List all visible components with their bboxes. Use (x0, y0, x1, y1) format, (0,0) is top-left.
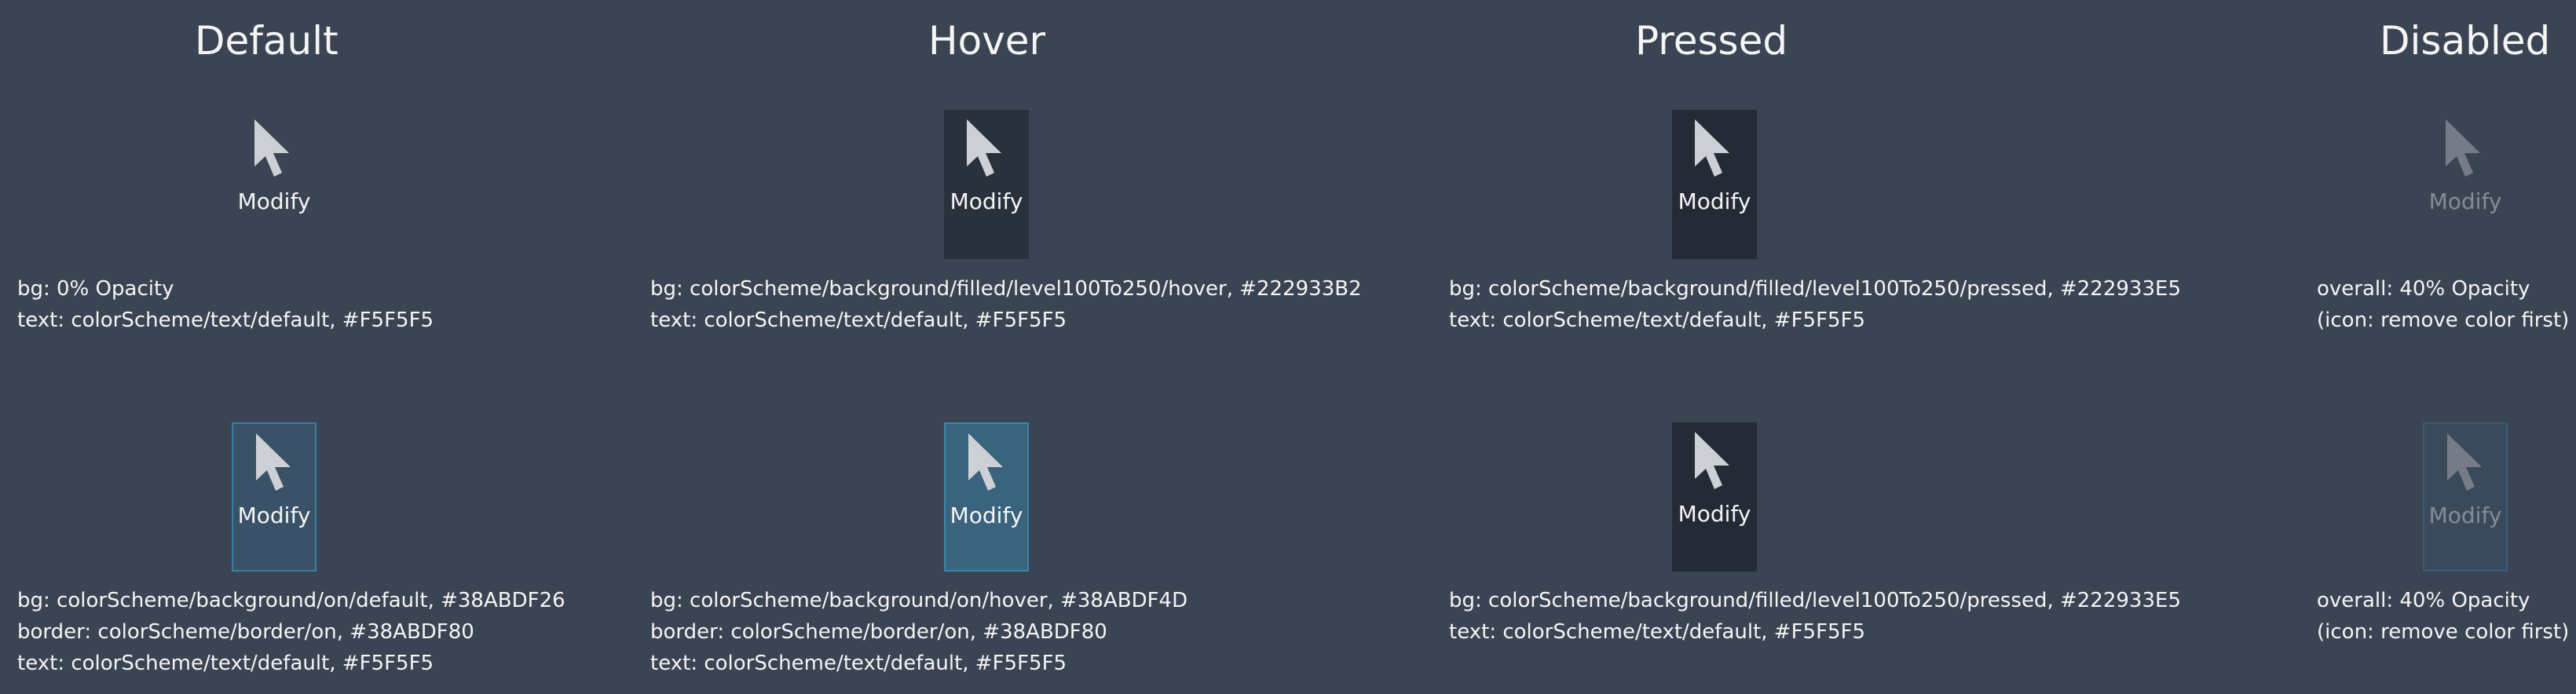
modify-button-pressed[interactable]: Modify (1672, 110, 1757, 259)
modify-button-label: Modify (2428, 502, 2502, 528)
spec-pressed-row1: bg: colorScheme/background/filled/level1… (1449, 273, 2181, 336)
spec-line: (icon: remove color first) (2317, 620, 2570, 644)
cursor-arrow-icon (253, 118, 295, 184)
modify-button-label: Modify (950, 188, 1023, 214)
heading-hover: Hover (928, 18, 1046, 64)
modify-button-label: Modify (237, 502, 311, 528)
heading-default: Default (195, 18, 338, 64)
cursor-arrow-icon (2446, 432, 2488, 498)
spec-disabled-row1: overall: 40% Opacity (icon: remove color… (2317, 273, 2569, 336)
cursor-arrow-icon (1693, 430, 1736, 496)
modify-button-label: Modify (237, 188, 311, 214)
cursor-arrow-icon (1693, 118, 1736, 184)
modify-toggle-on-hover[interactable]: Modify (944, 422, 1029, 572)
spec-hover-row2: bg: colorScheme/background/on/hover, #38… (650, 585, 1187, 679)
heading-disabled: Disabled (2380, 18, 2551, 64)
spec-line: bg: colorScheme/background/on/hover, #38… (650, 589, 1188, 612)
cursor-arrow-icon (965, 118, 1008, 184)
modify-button-label: Modify (1678, 501, 1751, 527)
modify-toggle-on-disabled[interactable]: Modify (2423, 422, 2508, 572)
modify-button-label: Modify (1678, 188, 1751, 214)
cursor-arrow-icon (967, 432, 1009, 498)
cursor-arrow-icon (254, 432, 297, 498)
modify-button-label: Modify (2428, 188, 2502, 214)
modify-button-default[interactable]: Modify (232, 110, 317, 259)
modify-toggle-on-pressed[interactable]: Modify (1672, 422, 1757, 572)
spec-disabled-row2: overall: 40% Opacity (icon: remove color… (2317, 585, 2569, 648)
spec-line: overall: 40% Opacity (2317, 277, 2530, 301)
spec-line: bg: colorScheme/background/filled/level1… (1449, 277, 2181, 301)
spec-line: border: colorScheme/border/on, #38ABDF80 (650, 620, 1107, 644)
spec-line: text: colorScheme/text/default, #F5F5F5 (650, 652, 1067, 675)
spec-line: (icon: remove color first) (2317, 309, 2570, 332)
spec-line: text: colorScheme/text/default, #F5F5F5 (17, 652, 434, 675)
spec-line: border: colorScheme/border/on, #38ABDF80 (17, 620, 474, 644)
spec-line: overall: 40% Opacity (2317, 589, 2530, 612)
modify-button-label: Modify (950, 502, 1023, 528)
spec-hover-row1: bg: colorScheme/background/filled/level1… (650, 273, 1362, 336)
modify-button-disabled[interactable]: Modify (2423, 110, 2508, 259)
cursor-arrow-icon (2444, 118, 2486, 184)
spec-line: bg: colorScheme/background/filled/level1… (650, 277, 1362, 301)
spec-line: bg: colorScheme/background/filled/level1… (1449, 589, 2181, 612)
spec-line: text: colorScheme/text/default, #F5F5F5 (1449, 309, 1866, 332)
spec-pressed-row2: bg: colorScheme/background/filled/level1… (1449, 585, 2181, 648)
spec-default-row2: bg: colorScheme/background/on/default, #… (17, 585, 565, 679)
spec-line: bg: colorScheme/background/on/default, #… (17, 589, 565, 612)
modify-toggle-on-default[interactable]: Modify (232, 422, 317, 572)
spec-default-row1: bg: 0% Opacity text: colorScheme/text/de… (17, 273, 434, 336)
spec-line: bg: 0% Opacity (17, 277, 174, 301)
heading-pressed: Pressed (1635, 18, 1788, 64)
spec-line: text: colorScheme/text/default, #F5F5F5 (17, 309, 434, 332)
modify-button-hover[interactable]: Modify (944, 110, 1029, 259)
spec-line: text: colorScheme/text/default, #F5F5F5 (650, 309, 1067, 332)
spec-line: text: colorScheme/text/default, #F5F5F5 (1449, 620, 1866, 644)
